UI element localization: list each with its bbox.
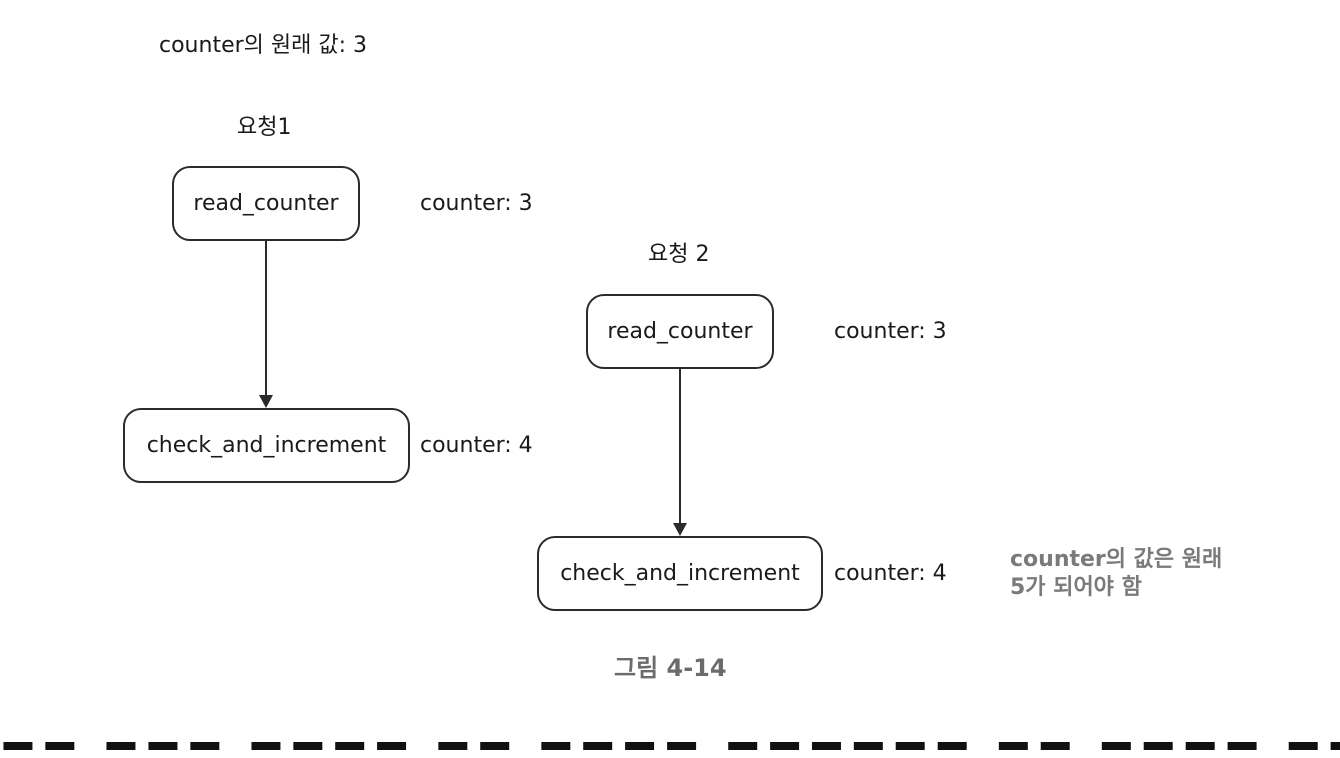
expected-value-note-line2: 5가 되어야 함	[1010, 574, 1142, 600]
request2-read-counter-value: counter: 3	[834, 319, 947, 344]
request2-arrowhead	[673, 523, 687, 536]
request1-arrowhead	[259, 395, 273, 408]
request1-check-counter-value: counter: 4	[420, 433, 533, 458]
request2-title: 요청 2	[648, 242, 710, 267]
request2-read-counter-node: read_counter	[586, 294, 774, 369]
request1-check-and-increment-node: check_and_increment	[123, 408, 410, 483]
cutoff-body-text: ▬▬ ▬▬▬ ▬▬▬▬ ▬▬ ▬▬▬▬ ▬▬▬▬▬▬ ▬▬ ▬▬▬▬ ▬▬▬ ▬…	[0, 742, 1340, 758]
request1-read-counter-node: read_counter	[172, 166, 360, 241]
request2-check-and-increment-node: check_and_increment	[537, 536, 823, 611]
expected-value-note: counter의 값은 원래 5가 되어야 함	[1010, 546, 1222, 601]
request1-title: 요청1	[237, 115, 292, 140]
expected-value-note-line1: counter의 값은 원래	[1010, 547, 1223, 572]
figure-caption: 그림 4-14	[614, 654, 727, 682]
original-value-label: counter의 원래 값: 3	[159, 33, 367, 58]
request1-read-counter-value: counter: 3	[420, 191, 533, 216]
request2-check-counter-value: counter: 4	[834, 561, 947, 586]
